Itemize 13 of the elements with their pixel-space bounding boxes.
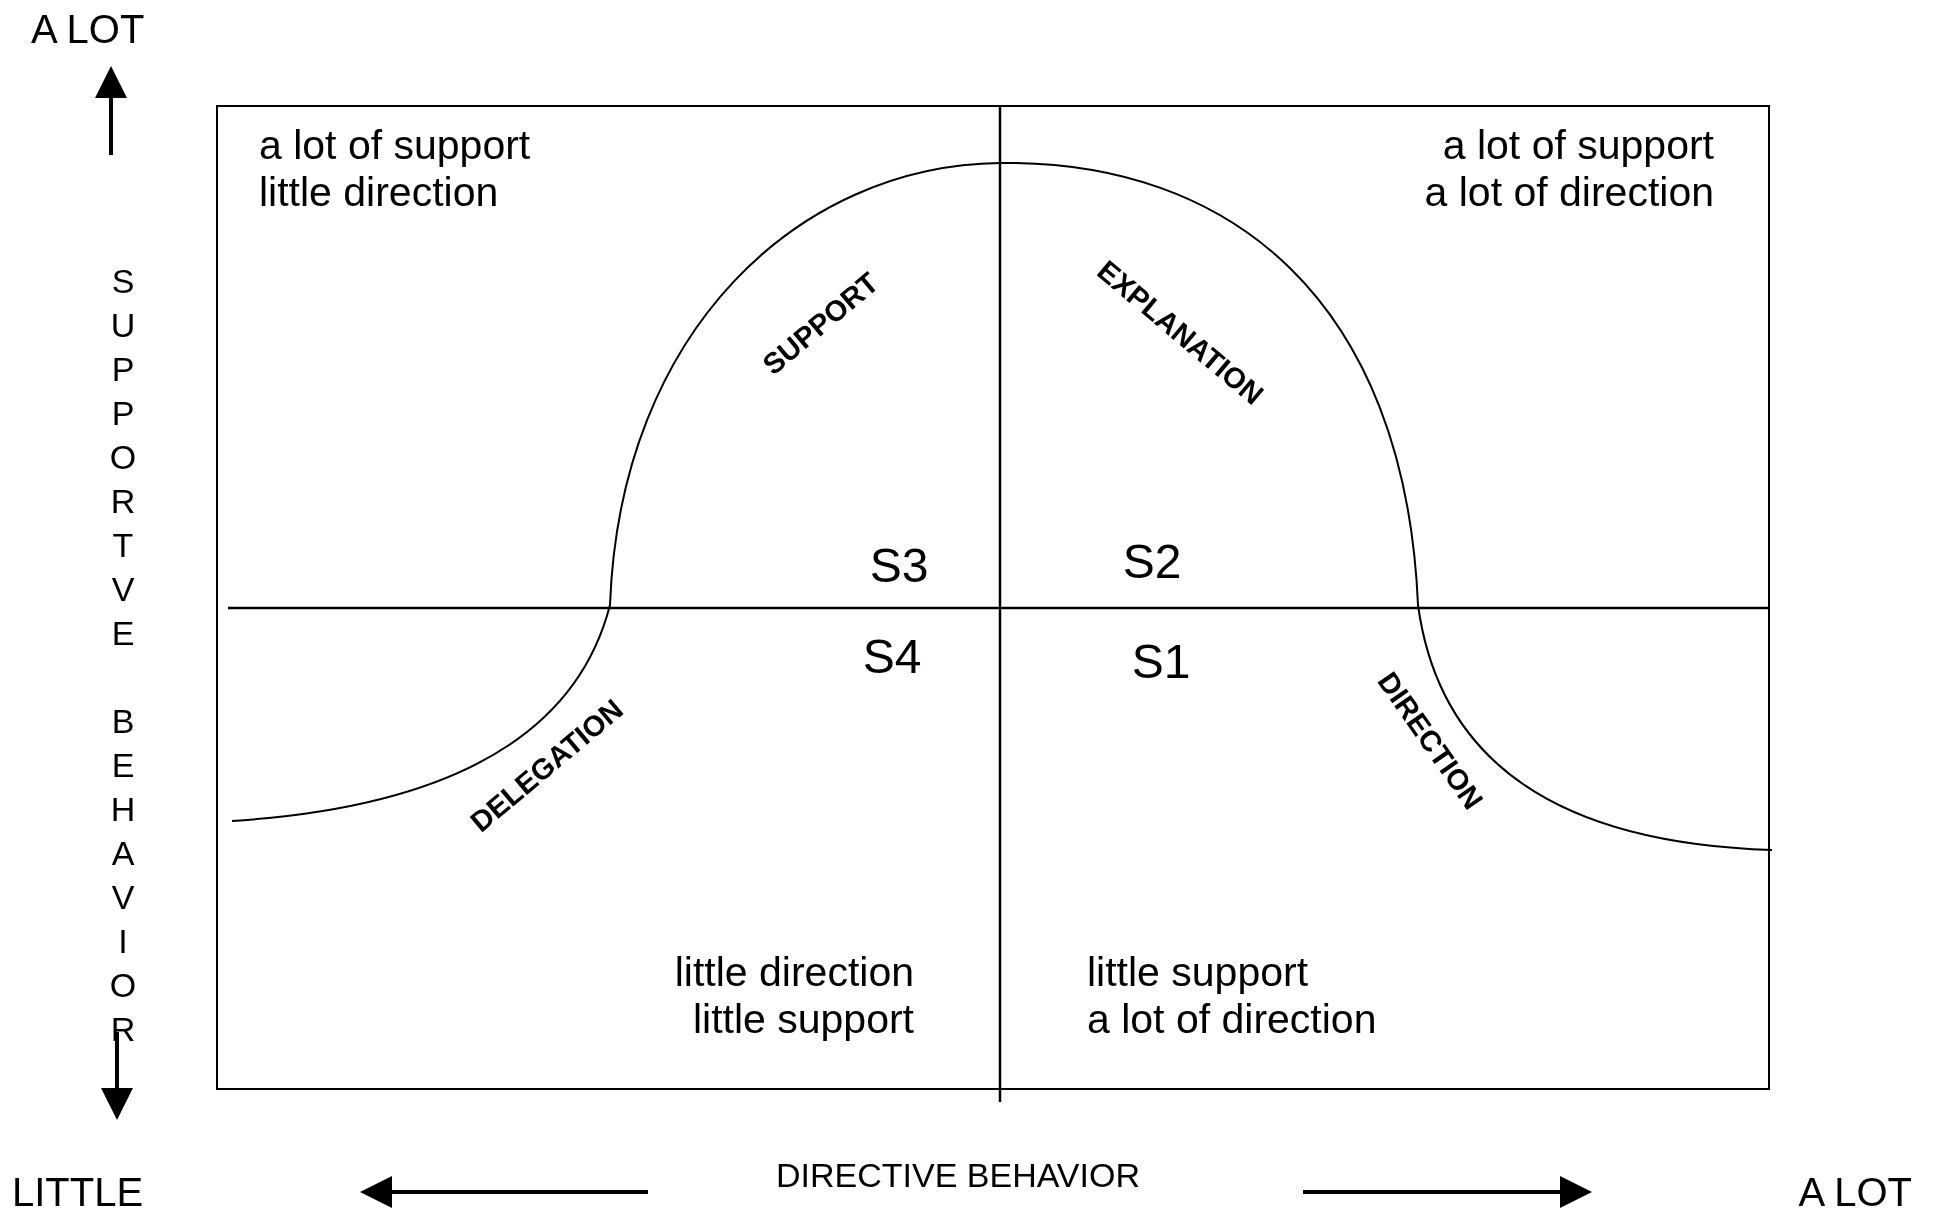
style-code: S1: [1131, 634, 1191, 690]
style-code: S4: [862, 629, 922, 685]
style-code: S2: [1122, 534, 1182, 590]
axis-label: LITTLE: [12, 1169, 144, 1212]
axis-label: A LOT: [31, 6, 145, 52]
axis-title: DIRECTIVE BEHAVIOR: [776, 1156, 1140, 1196]
axis-label: A LOT: [1798, 1169, 1912, 1212]
axis-title: SUPPORTVE BEHAVIOR: [106, 262, 140, 1054]
style-code: S3: [869, 538, 929, 594]
quadrant-description: little direction little support: [674, 949, 914, 1044]
quadrant-description: a lot of support little direction: [259, 122, 531, 217]
quadrant-description: a lot of support a lot of direction: [1424, 122, 1714, 217]
quadrant-description: little support a lot of direction: [1087, 949, 1377, 1044]
